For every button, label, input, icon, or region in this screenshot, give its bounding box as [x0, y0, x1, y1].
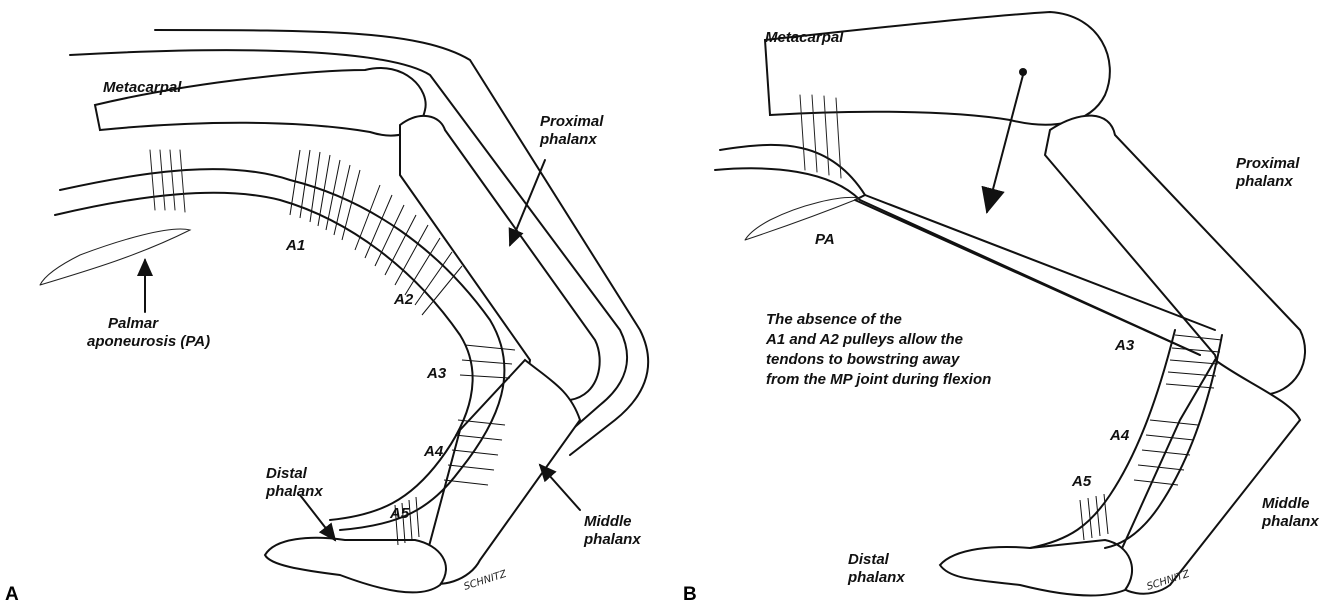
a5-pulley-b [1080, 494, 1108, 540]
label-a4-a: A4 [423, 443, 444, 460]
label-middle-a-1: Middle [584, 513, 632, 530]
label-distal-a-2: phalanx [265, 483, 323, 500]
note-line-1: The absence of the [766, 311, 902, 328]
label-proximal-b-2: phalanx [1235, 173, 1293, 190]
caption-a: A [5, 584, 19, 605]
label-a4-b: A4 [1109, 427, 1130, 444]
label-proximal-a-2: phalanx [539, 131, 597, 148]
middle-phalanx-bone [420, 360, 580, 584]
proximal-arrow [510, 160, 545, 245]
label-a5-b: A5 [1071, 473, 1092, 490]
label-middle-b-1: Middle [1262, 495, 1310, 512]
palmar-aponeurosis-b [745, 197, 860, 240]
label-a5-a: A5 [389, 505, 410, 522]
label-a1-a: A1 [285, 237, 305, 254]
middle-phalanx-bone-b [1110, 360, 1300, 594]
panel-b-drawing [715, 12, 1305, 595]
note-line-2: A1 and A2 pulleys allow the [765, 331, 963, 348]
distal-phalanx-bone [265, 538, 446, 593]
distal-arrow [300, 495, 335, 540]
label-proximal-b-1: Proximal [1236, 155, 1300, 172]
label-palmar-a-1: Palmar [108, 315, 159, 332]
label-middle-a-2: phalanx [583, 531, 641, 548]
caption-b: B [683, 584, 697, 605]
palmar-aponeurosis [40, 229, 190, 285]
label-proximal-a-1: Proximal [540, 113, 604, 130]
note-line-4: from the MP joint during flexion [766, 371, 991, 388]
label-a3-a: A3 [426, 365, 447, 382]
label-metacarpal-a: Metacarpal [103, 79, 182, 96]
middle-arrow [540, 465, 580, 510]
label-distal-b-2: phalanx [847, 569, 905, 586]
label-distal-b-1: Distal [848, 551, 890, 568]
note-line-3: tendons to bowstring away [766, 351, 960, 368]
distal-phalanx-bone-b [940, 540, 1132, 595]
label-pa-b: PA [815, 231, 835, 248]
a1-pulley [290, 150, 360, 240]
label-metacarpal-b: Metacarpal [765, 29, 844, 46]
label-distal-a-1: Distal [266, 465, 308, 482]
label-a3-b: A3 [1114, 337, 1135, 354]
label-middle-b-2: phalanx [1261, 513, 1319, 530]
bowstring-note: The absence of the A1 and A2 pulleys all… [765, 311, 991, 388]
proximal-phalanx-bone [400, 116, 600, 401]
label-palmar-a-2: aponeurosis (PA) [87, 333, 210, 350]
label-a2-a: A2 [393, 291, 414, 308]
